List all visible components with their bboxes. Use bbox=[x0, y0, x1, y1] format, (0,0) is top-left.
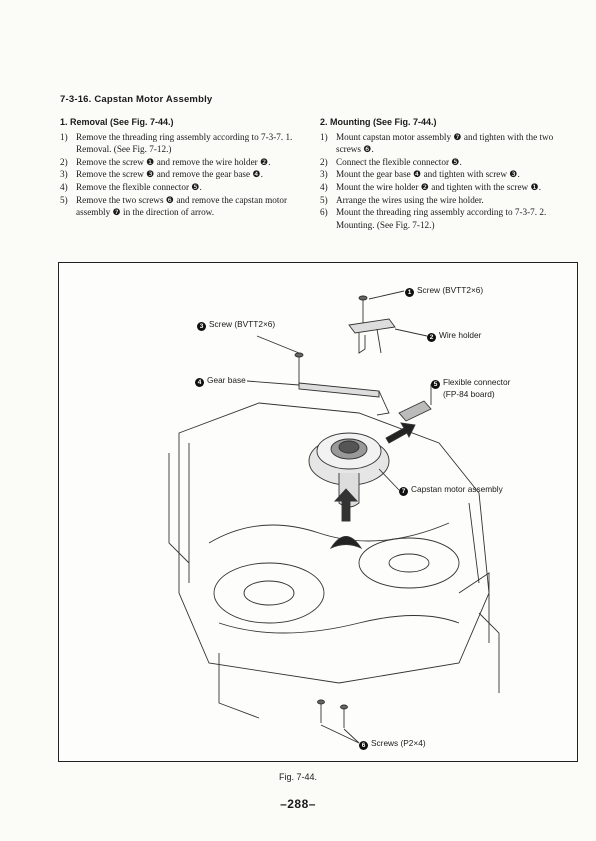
callout-number-badge: 5 bbox=[431, 380, 440, 389]
callout-label: Screw (BVTT2×6) bbox=[417, 285, 484, 295]
step-number: 1) bbox=[60, 131, 68, 142]
page-number: –288– bbox=[280, 797, 316, 811]
mounting-step: 4) Mount the wire holder ❷ and tighten wi… bbox=[320, 181, 570, 194]
step-text: Arrange the wires using the wire holder. bbox=[336, 194, 484, 205]
removal-step: 3) Remove the screw ❸ and remove the gear… bbox=[60, 168, 300, 181]
callout-sublabel: (FP-84 board) bbox=[443, 389, 495, 399]
step-text: Remove the screw ❸ and remove the gear b… bbox=[76, 169, 263, 180]
callout-label: Screws (P2×4) bbox=[371, 738, 426, 748]
step-number: 4) bbox=[320, 181, 328, 192]
callout-label: Wire holder bbox=[439, 330, 482, 340]
step-number: 5) bbox=[320, 194, 328, 205]
callout-label: Capstan motor assembly bbox=[411, 484, 503, 494]
step-number: 6) bbox=[320, 207, 328, 218]
mounting-column: 2. Mounting (See Fig. 7-44.) 1) Mount cap… bbox=[320, 116, 570, 231]
removal-step: 1) Remove the threading ring assembly acc… bbox=[60, 131, 300, 156]
mounting-step: 6) Mount the threading ring assembly acco… bbox=[320, 206, 570, 231]
direction-arrow bbox=[333, 488, 359, 522]
gear-base-part bbox=[298, 382, 380, 398]
step-text: Remove the threading ring assembly accor… bbox=[76, 131, 293, 155]
callout-label: Screw (BVTT2×6) bbox=[209, 319, 276, 329]
mounting-step: 2) Connect the flexible connector ❺. bbox=[320, 156, 570, 169]
wire-holder-part bbox=[348, 318, 396, 334]
callout-number-badge: 6 bbox=[359, 741, 368, 750]
mounting-heading: 2. Mounting (See Fig. 7-44.) bbox=[320, 117, 437, 127]
step-number: 5) bbox=[60, 194, 68, 205]
flexible-connector-part bbox=[398, 400, 432, 422]
capstan-motor-exploded-drawing bbox=[168, 290, 500, 744]
callout-label: Gear base bbox=[207, 375, 246, 385]
step-number: 2) bbox=[60, 156, 68, 167]
step-text: Mount the threading ring assembly accord… bbox=[336, 207, 547, 230]
reel-right bbox=[358, 537, 460, 589]
step-number: 3) bbox=[60, 169, 68, 180]
callout-number-badge: 3 bbox=[197, 322, 206, 331]
step-text: Mount the wire holder ❷ and tighten with… bbox=[336, 181, 542, 192]
figure-caption: Fig. 7-44. bbox=[278, 772, 318, 782]
mounting-step: 3) Mount the gear base ❹ and tighten with… bbox=[320, 168, 570, 181]
step-text: Remove the two screws ❻ and remove the c… bbox=[76, 194, 288, 218]
reel-left bbox=[213, 562, 325, 624]
section-title: 7-3-16. Capstan Motor Assembly bbox=[60, 94, 213, 105]
removal-step: 5) Remove the two screws ❻ and remove the… bbox=[60, 194, 300, 219]
step-number: 1) bbox=[320, 131, 328, 142]
step-text: Mount capstan motor assembly ❼ and tight… bbox=[336, 131, 554, 155]
step-number: 2) bbox=[320, 156, 328, 167]
step-text: Remove the screw ❶ and remove the wire h… bbox=[76, 156, 271, 167]
removal-step: 4) Remove the flexible connector ❺. bbox=[60, 181, 300, 194]
callout-label: Flexible connector bbox=[443, 377, 511, 387]
step-number: 4) bbox=[60, 181, 68, 192]
step-text: Mount the gear base ❹ and tighten with s… bbox=[336, 169, 520, 180]
callout-number-badge: 4 bbox=[195, 378, 204, 387]
step-text: Connect the flexible connector ❺. bbox=[336, 156, 462, 167]
mounting-step: 1) Mount capstan motor assembly ❼ and tig… bbox=[320, 131, 570, 156]
removal-step: 2) Remove the screw ❶ and remove the wire… bbox=[60, 156, 300, 169]
callout-number-badge: 7 bbox=[399, 487, 408, 496]
removal-column: 1. Removal (See Fig. 7-44.) 1) Remove the… bbox=[60, 116, 300, 219]
callout-number-badge: 2 bbox=[427, 333, 436, 342]
step-number: 3) bbox=[320, 169, 328, 180]
removal-heading: 1. Removal (See Fig. 7-44.) bbox=[60, 117, 174, 127]
mounting-step: 5) Arrange the wires using the wire holde… bbox=[320, 194, 570, 207]
step-text: Remove the flexible connector ❺. bbox=[76, 181, 202, 192]
callout-number-badge: 1 bbox=[405, 288, 414, 297]
